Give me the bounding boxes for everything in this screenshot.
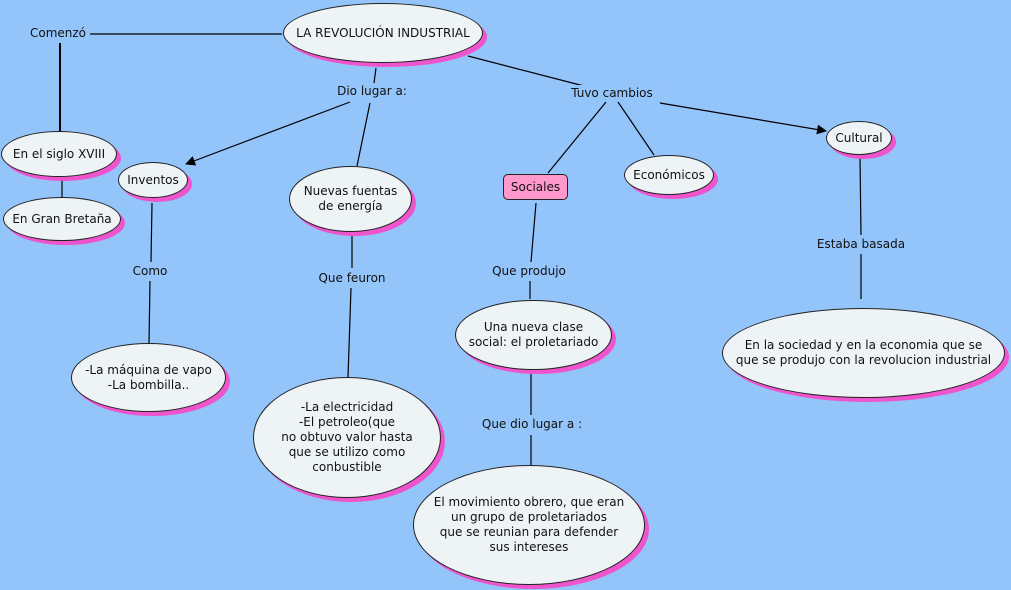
link-line [859, 157, 862, 236]
concept-sociales[interactable]: Sociales [503, 174, 568, 200]
link-label-comenzo[interactable]: Comenzó [26, 25, 90, 41]
concept-revolucion-industrial[interactable]: LA REVOLUCIÓN INDUSTRIAL [283, 3, 483, 63]
link-line [148, 280, 151, 344]
link-label-que-produjo[interactable]: Que produjo [489, 263, 569, 279]
concept-sociedad-economia[interactable]: En la sociedad y en la economia que se q… [722, 308, 1005, 398]
concept-cultural[interactable]: Cultural [826, 121, 892, 155]
concept-electricidad[interactable]: -La electricidad -El petroleo(que no obt… [253, 377, 441, 498]
concept-nueva-clase[interactable]: Una nueva clase social: el proletariado [455, 300, 612, 370]
link-line [530, 202, 537, 263]
link-line [659, 102, 827, 135]
link-label-dio-lugar[interactable]: Dio lugar a: [334, 83, 410, 99]
link-line [150, 202, 153, 263]
link-label-que-dio-lugar[interactable]: Que dio lugar a : [478, 416, 586, 432]
link-line [185, 101, 351, 166]
link-line [347, 287, 352, 378]
link-line [356, 102, 371, 167]
link-label-tuvo-cambios[interactable]: Tuvo cambios [568, 85, 656, 101]
link-line [373, 67, 377, 84]
link-line [617, 101, 655, 156]
concept-siglo-xviii[interactable]: En el siglo XVIII [1, 131, 117, 177]
concept-movimiento-obrero[interactable]: El movimiento obrero, que eran un grupo … [413, 465, 645, 585]
link-label-que-feuron[interactable]: Que feuron [315, 270, 389, 286]
concept-economicos[interactable]: Económicos [624, 155, 714, 195]
link-line [547, 101, 607, 174]
concept-maquina-vapor[interactable]: -La máquina de vapo -La bombilla.. [71, 343, 226, 412]
concept-inventos[interactable]: Inventos [118, 162, 188, 198]
concept-nuevas-fuentes[interactable]: Nuevas fuentas de energía [289, 166, 412, 232]
link-label-como[interactable]: Como [129, 263, 171, 279]
link-line [467, 55, 585, 87]
link-label-estaba-basada[interactable]: Estaba basada [813, 236, 909, 252]
concept-gran-bretana[interactable]: En Gran Bretaña [3, 197, 121, 241]
